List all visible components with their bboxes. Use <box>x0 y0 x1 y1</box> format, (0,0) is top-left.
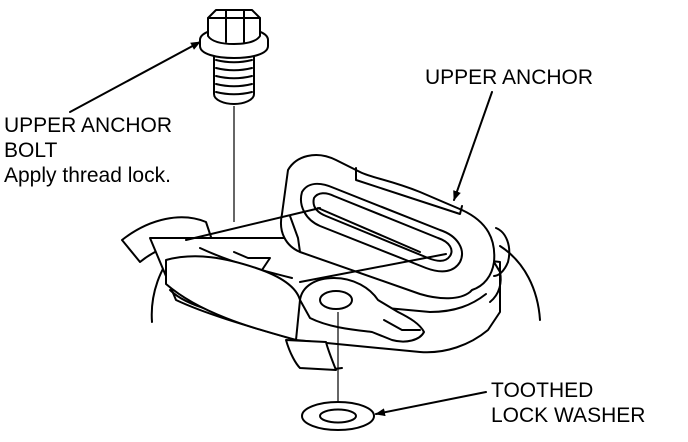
bolt-label-line-1: UPPER ANCHOR <box>4 114 173 137</box>
washer-label-line-1: TOOTHED <box>491 379 594 402</box>
bolt-label-line-2: BOLT <box>4 139 58 162</box>
bolt-label-note: Apply thread lock. <box>4 164 171 187</box>
washer-label-line-2: LOCK WASHER <box>491 404 646 427</box>
lower-anchor-tab <box>299 277 425 343</box>
toothed-lock-washer <box>301 401 375 431</box>
upper-anchor-bolt-label: UPPER ANCHOR BOLT Apply thread lock. <box>4 113 172 188</box>
upper-anchor-bolt <box>199 9 269 105</box>
upper-anchor-label: UPPER ANCHOR <box>425 65 593 90</box>
washer-leader-arrow <box>375 391 487 417</box>
bolt-leader-arrow <box>69 41 201 113</box>
toothed-lock-washer-label: TOOTHED LOCK WASHER <box>491 378 645 428</box>
anchor-leader-arrow <box>453 91 493 201</box>
anchor-label-line-1: UPPER ANCHOR <box>425 66 594 89</box>
upper-anchor-plate <box>280 154 511 303</box>
